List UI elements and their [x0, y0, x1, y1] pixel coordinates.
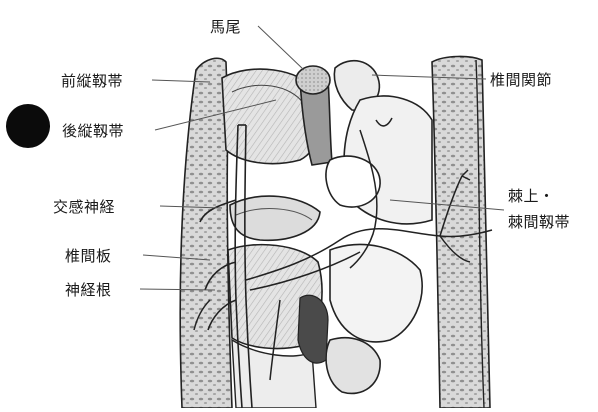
label-interspinous-ligament: 棘間靱帯	[508, 211, 570, 232]
facet-joint-region	[326, 61, 432, 224]
label-nerve-root: 神経根	[65, 279, 112, 300]
label-cauda-equina: 馬尾	[210, 16, 241, 37]
label-intervertebral-disc: 椎間板	[65, 245, 112, 266]
intervertebral-disc	[230, 196, 320, 240]
black-dot-marker	[6, 104, 50, 148]
label-facet-joint: 椎間関節	[490, 69, 552, 90]
label-supraspinous-line1: 棘上・	[508, 185, 555, 206]
label-posterior-longitudinal-ligament: 後縦靱帯	[62, 120, 124, 141]
label-anterior-longitudinal-ligament: 前縦靱帯	[61, 70, 123, 91]
label-sympathetic-nerve: 交感神経	[53, 196, 115, 217]
